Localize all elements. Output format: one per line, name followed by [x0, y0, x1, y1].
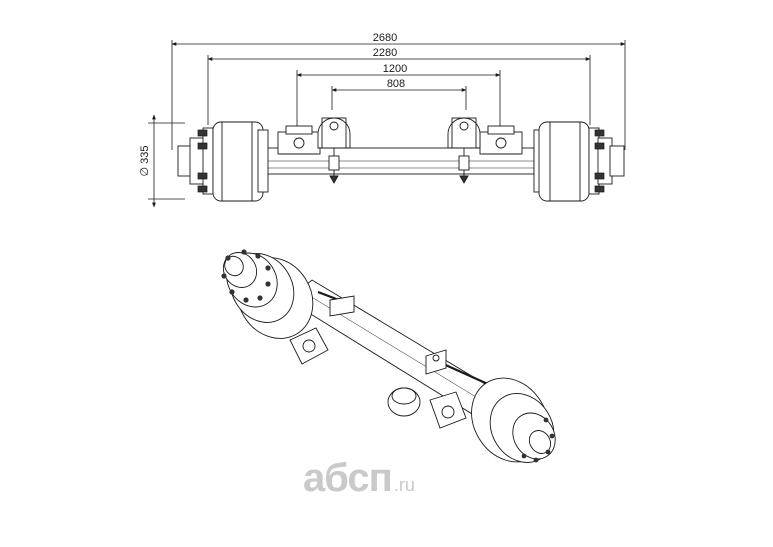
- abcp-watermark-logo: абсп.ru: [303, 458, 415, 498]
- left-brake-bracket: [317, 117, 351, 184]
- axle-front-view: [177, 117, 625, 202]
- dim-drum-diameter: ∅ 335: [139, 146, 151, 177]
- left-bracket-iso: [289, 295, 355, 365]
- watermark-brand: абсп: [303, 456, 393, 500]
- center-chamber-iso: [387, 349, 467, 429]
- dim-spring-span: 1200: [383, 63, 407, 75]
- dimension-lines: [148, 40, 626, 208]
- right-hub-front: [533, 121, 625, 202]
- axle-isometric-view: [221, 249, 556, 463]
- left-hub-front: [177, 121, 269, 202]
- watermark-tld: .ru: [393, 475, 415, 495]
- left-drum-iso: [221, 249, 314, 339]
- right-spring-seat: [479, 125, 523, 155]
- dim-track: 2280: [373, 47, 397, 59]
- dim-overall: 2680: [373, 32, 397, 44]
- right-brake-bracket: [447, 117, 481, 184]
- left-spring-seat: [277, 125, 321, 155]
- dim-bracket-span: 808: [387, 78, 405, 90]
- right-drum-iso: [471, 377, 556, 463]
